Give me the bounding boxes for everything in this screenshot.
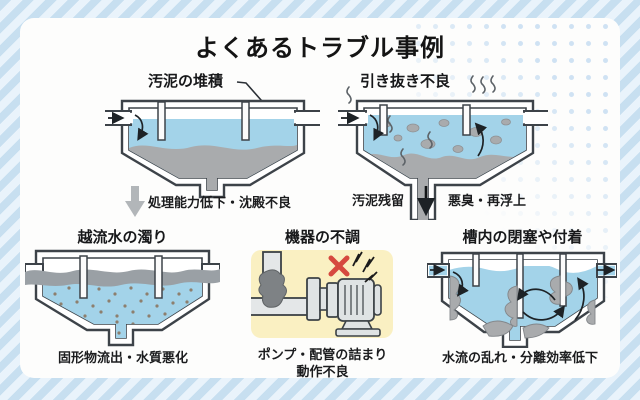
panel-overflow-turbidity-caption: 固形物流出・水質悪化 bbox=[57, 351, 188, 366]
baffle bbox=[559, 253, 567, 307]
baffle bbox=[241, 101, 250, 141]
pump-motor bbox=[337, 278, 375, 322]
panel-equipment-malfunction-title: 機器の不調 bbox=[284, 228, 360, 246]
flow-arrows bbox=[430, 264, 616, 321]
blocked-tank-illustration bbox=[427, 251, 617, 348]
baffle bbox=[462, 104, 471, 136]
panel-sludge-accumulation-title: 汚泥の堆積 bbox=[148, 72, 224, 90]
baffle bbox=[379, 104, 388, 136]
panel-equipment-malfunction-caption-line1: ポンプ・配管の詰まり bbox=[257, 348, 388, 363]
panel-poor-extraction-caption-right: 悪臭・再浮上 bbox=[448, 194, 527, 209]
odor-wavy-icon bbox=[346, 86, 352, 104]
refloat-arrow-icon bbox=[474, 122, 488, 157]
overflow-tank-illustration bbox=[25, 249, 220, 347]
panel-tank-blockage-caption: 水流の乱れ・分離効率低下 bbox=[441, 351, 598, 366]
flow-curve-arrow-icon bbox=[369, 114, 385, 142]
pump-base bbox=[335, 328, 381, 337]
panel-equipment-malfunction-caption-line2: 動作不良 bbox=[296, 365, 349, 380]
page-title: よくあるトラブル事例 bbox=[195, 34, 445, 62]
baffle bbox=[79, 255, 88, 299]
panel-sludge-accumulation-caption: 処理能力低下・沈殿不良 bbox=[148, 196, 292, 211]
equipment-warning-panel bbox=[251, 250, 393, 338]
turbid-overflow-layer bbox=[25, 269, 220, 287]
noise-spark-icon bbox=[352, 251, 378, 283]
settling-tank-sludge-illustration bbox=[105, 99, 320, 199]
baffle bbox=[154, 255, 163, 299]
panel-tank-blockage-title: 槽内の閉塞や付着 bbox=[462, 228, 583, 246]
baffle bbox=[516, 253, 524, 319]
pipe-clog bbox=[258, 269, 287, 308]
flow-curve-arrow-icon bbox=[134, 114, 149, 141]
adhered-sludge-clumps bbox=[449, 275, 596, 339]
pump-flange bbox=[306, 277, 321, 321]
down-arrow-icon bbox=[125, 186, 145, 217]
failure-cross-icon bbox=[328, 255, 350, 277]
settling-tank-extraction-illustration bbox=[338, 99, 548, 220]
panel-poor-extraction-caption-left: 汚泥残留 bbox=[352, 194, 405, 209]
panel-poor-extraction-title: 引き抜き不良 bbox=[360, 72, 451, 90]
odor-wavy-icon bbox=[470, 75, 496, 94]
pump-piping-illustration bbox=[251, 251, 382, 337]
baffle bbox=[157, 101, 166, 141]
panel-overflow-turbidity-title: 越流水の濁り bbox=[77, 228, 168, 246]
baffle bbox=[472, 253, 480, 287]
